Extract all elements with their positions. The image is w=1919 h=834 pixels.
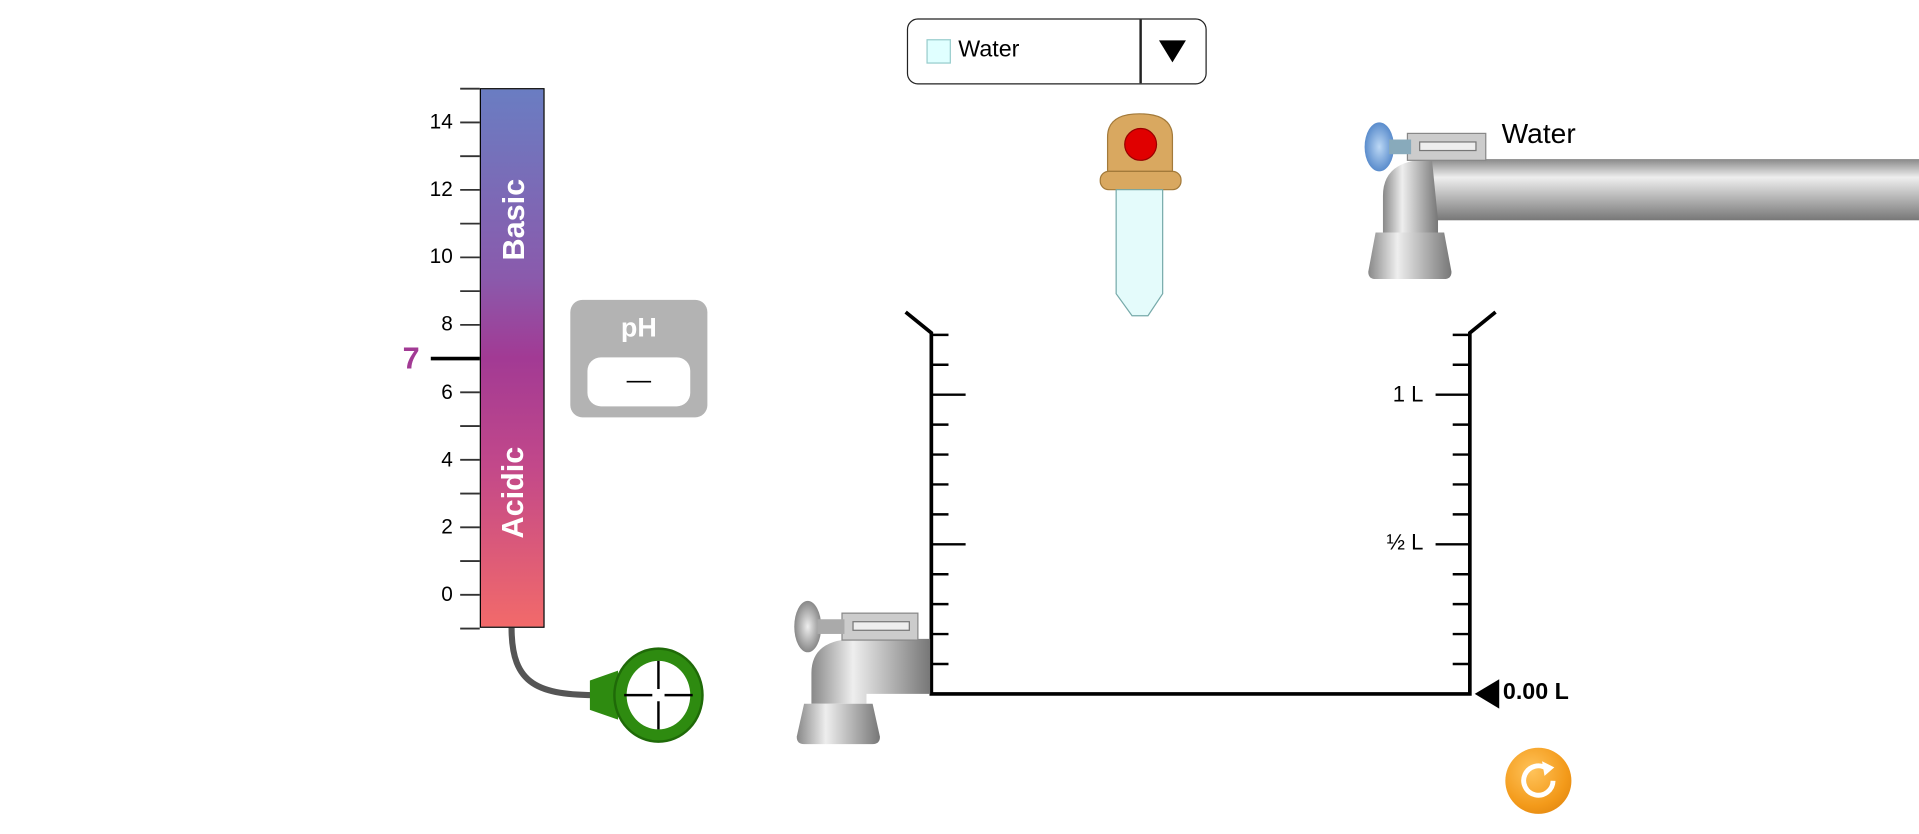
dropper-button-icon bbox=[1124, 127, 1158, 161]
ph-tick-label: 10 bbox=[429, 245, 453, 269]
ph-readout-panel: pH — bbox=[570, 299, 708, 418]
solute-color-swatch bbox=[926, 39, 951, 64]
ph-readout-value: — bbox=[587, 357, 691, 407]
ph-tick-label: 4 bbox=[441, 447, 453, 471]
ph-color-scale bbox=[479, 88, 545, 628]
neutral-marker-label: 7 bbox=[402, 341, 420, 376]
reset-button[interactable] bbox=[1505, 747, 1572, 814]
triangle-down-icon[interactable] bbox=[1158, 40, 1186, 63]
drain-knob-icon bbox=[794, 600, 822, 653]
beaker-label-1l: 1 L bbox=[1392, 381, 1424, 407]
water-faucet[interactable] bbox=[1364, 122, 1919, 280]
volume-indicator-arrow-icon bbox=[1474, 679, 1500, 709]
ph-tick-label: 2 bbox=[441, 515, 453, 539]
probe-cable bbox=[508, 627, 600, 699]
reset-icon bbox=[1521, 761, 1556, 798]
ph-tick-label: 8 bbox=[441, 312, 453, 336]
dropper[interactable] bbox=[1099, 113, 1182, 317]
solute-dropdown[interactable]: Water bbox=[906, 18, 1207, 85]
probe-crosshair-icon[interactable] bbox=[589, 647, 704, 743]
ph-tick-label: 0 bbox=[441, 582, 453, 606]
ph-readout-title: pH bbox=[620, 312, 657, 343]
beaker-label-half-l: ½ L bbox=[1386, 529, 1424, 555]
basic-label: Basic bbox=[496, 178, 532, 261]
acidic-label: Acidic bbox=[496, 446, 531, 539]
drain-faucet[interactable] bbox=[794, 600, 931, 745]
volume-readout: 0.00 L bbox=[1502, 679, 1569, 705]
dropdown-divider bbox=[1139, 19, 1142, 84]
ph-tick-label: 6 bbox=[441, 380, 453, 404]
faucet-knob-icon bbox=[1364, 122, 1394, 172]
beaker bbox=[904, 310, 1500, 709]
water-faucet-label: Water bbox=[1501, 117, 1576, 150]
ph-tick-label: 12 bbox=[429, 177, 453, 201]
ph-tick-label: 14 bbox=[429, 110, 453, 134]
solute-dropdown-label: Water bbox=[958, 36, 1020, 63]
